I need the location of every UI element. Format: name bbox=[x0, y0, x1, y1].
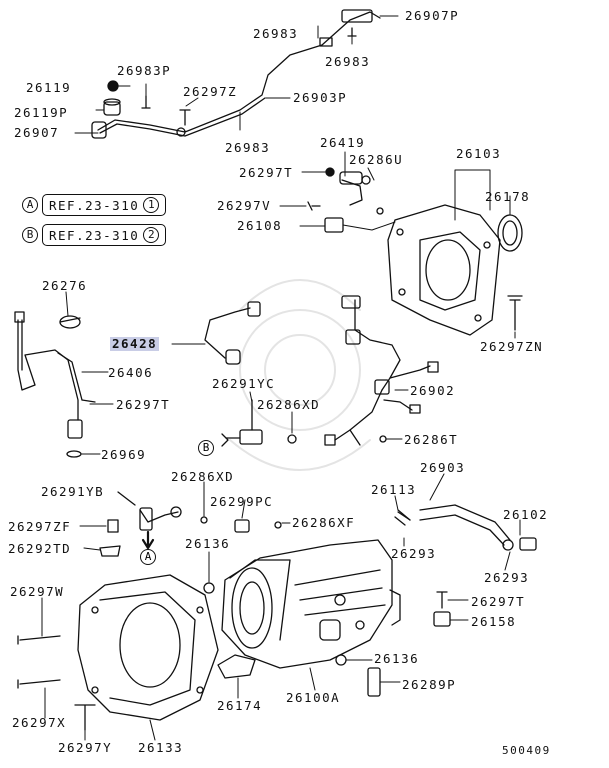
bolts-bell-housing bbox=[17, 635, 96, 731]
part-label-26297T-b: 26297T bbox=[116, 397, 171, 412]
fitting-26113 bbox=[397, 509, 411, 521]
bracket-26158 bbox=[433, 611, 451, 627]
dipstick-tube-26406 bbox=[14, 311, 96, 439]
bracket-26292TD bbox=[99, 545, 121, 557]
part-label-26286T: 26286T bbox=[404, 432, 459, 447]
part-label-26158: 26158 bbox=[471, 614, 517, 629]
part-label-26100A: 26100A bbox=[286, 690, 341, 705]
part-label-26419: 26419 bbox=[320, 135, 366, 150]
part-label-26289P: 26289P bbox=[402, 677, 457, 692]
sensor-26291YC bbox=[221, 399, 263, 447]
part-label-26178: 26178 bbox=[485, 189, 531, 204]
part-label-26291YC: 26291YC bbox=[212, 376, 276, 391]
part-label-26297ZF: 26297ZF bbox=[8, 519, 72, 534]
part-label-26119P: 26119P bbox=[14, 105, 69, 120]
part-label-26103: 26103 bbox=[456, 146, 502, 161]
part-label-26297ZN: 26297ZN bbox=[480, 339, 544, 354]
ref-marker-b: B bbox=[22, 227, 38, 243]
ref-marker-a: A bbox=[22, 197, 38, 213]
part-label-26983-c: 26983 bbox=[225, 140, 271, 155]
part-label-26108: 26108 bbox=[237, 218, 283, 233]
part-label-26297X: 26297X bbox=[12, 715, 67, 730]
part-label-26102: 26102 bbox=[503, 507, 549, 522]
part-label-26903P: 26903P bbox=[293, 90, 348, 105]
part-label-26286XF: 26286XF bbox=[292, 515, 356, 530]
part-label-26286XD: 26286XD bbox=[257, 397, 321, 412]
part-label-26406: 26406 bbox=[108, 365, 154, 380]
part-label-26428-highlighted[interactable]: 26428 bbox=[110, 336, 160, 351]
o-ring-26286XD-b bbox=[200, 516, 208, 524]
reference-b: B REF.23-310 2 bbox=[22, 224, 167, 246]
bell-housing-26133 bbox=[77, 574, 219, 721]
part-label-26113: 26113 bbox=[371, 482, 417, 497]
leader-lines bbox=[41, 15, 521, 741]
o-ring-26286XF bbox=[274, 521, 282, 529]
watermark bbox=[229, 279, 371, 471]
reference-a: A REF.23-310 1 bbox=[22, 194, 167, 216]
o-ring-26969 bbox=[66, 450, 82, 458]
part-label-26903: 26903 bbox=[420, 460, 466, 475]
sensor-26419 bbox=[307, 167, 384, 233]
part-label-26174: 26174 bbox=[217, 698, 263, 713]
part-label-26133: 26133 bbox=[138, 740, 184, 755]
bolt-26297T-c bbox=[436, 591, 448, 609]
transmission-case-26100A bbox=[221, 539, 401, 669]
part-label-26292TD: 26292TD bbox=[8, 541, 72, 556]
part-label-26297T-a: 26297T bbox=[239, 165, 294, 180]
part-label-26907: 26907 bbox=[14, 125, 60, 140]
part-label-26902: 26902 bbox=[410, 383, 456, 398]
ref-box-a: REF.23-310 1 bbox=[42, 194, 167, 216]
part-label-26286U: 26286U bbox=[349, 152, 404, 167]
harness-26902 bbox=[324, 295, 439, 446]
part-label-26297T-c: 26297T bbox=[471, 594, 526, 609]
part-label-26297Z: 26297Z bbox=[183, 84, 238, 99]
ref-text-a: REF.23-310 bbox=[49, 197, 140, 213]
callout-a: A bbox=[140, 549, 156, 565]
o-ring-26286T bbox=[379, 435, 387, 443]
part-label-26119: 26119 bbox=[26, 80, 72, 95]
part-label-26293-b: 26293 bbox=[484, 570, 530, 585]
part-label-26297W: 26297W bbox=[10, 584, 65, 599]
sensor-26428 bbox=[204, 301, 261, 365]
o-ring-26286XD bbox=[287, 434, 297, 444]
harness-26903P bbox=[91, 9, 381, 139]
bolt-26297ZF bbox=[107, 519, 119, 533]
plug-26299PC bbox=[234, 519, 250, 533]
tube-26289P bbox=[367, 667, 381, 697]
part-label-26983P: 26983P bbox=[117, 63, 172, 78]
adapter-housing-26103 bbox=[387, 204, 501, 336]
part-label-26299PC: 26299PC bbox=[210, 494, 274, 509]
ref-num-b: 2 bbox=[143, 227, 160, 243]
part-label-26293-a: 26293 bbox=[391, 546, 437, 561]
part-label-26983-b: 26983 bbox=[325, 54, 371, 69]
part-label-26983-a: 26983 bbox=[253, 26, 299, 41]
ref-text-b: REF.23-310 bbox=[49, 227, 140, 243]
clamp-26276 bbox=[59, 315, 81, 329]
plug-26136-a bbox=[203, 582, 215, 594]
bolts-top-left bbox=[103, 27, 357, 126]
plug-26136-b bbox=[335, 654, 347, 666]
part-label-26291YB: 26291YB bbox=[41, 484, 105, 499]
figure-number: 500409 bbox=[502, 744, 551, 757]
part-label-26286XD-b: 26286XD bbox=[171, 469, 235, 484]
part-label-26136-b: 26136 bbox=[374, 651, 420, 666]
bracket-26174 bbox=[217, 654, 256, 679]
sensor-26291YB bbox=[117, 491, 182, 531]
part-label-26276: 26276 bbox=[42, 278, 88, 293]
part-label-26136-a: 26136 bbox=[185, 536, 231, 551]
part-label-26297Y: 26297Y bbox=[58, 740, 113, 755]
part-label-26969: 26969 bbox=[101, 447, 147, 462]
callout-b: B bbox=[198, 440, 214, 456]
part-label-26907P: 26907P bbox=[405, 8, 460, 23]
ref-num-a: 1 bbox=[143, 197, 160, 213]
part-label-26297V: 26297V bbox=[217, 198, 272, 213]
ref-box-b: REF.23-310 2 bbox=[42, 224, 167, 246]
arrow-down-A bbox=[141, 530, 155, 550]
bolt-26297ZN bbox=[507, 295, 523, 331]
